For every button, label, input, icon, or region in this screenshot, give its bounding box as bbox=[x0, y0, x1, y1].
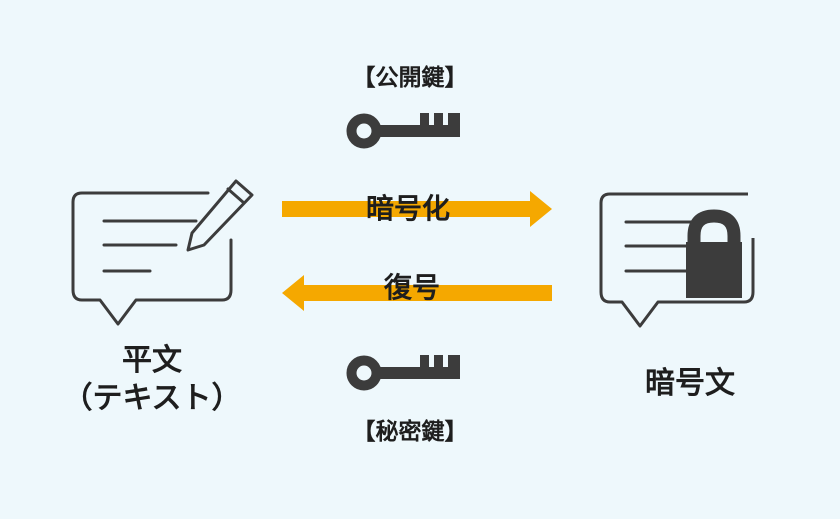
plaintext-label-line1: 平文 bbox=[121, 343, 182, 378]
encrypt-label: 暗号化 bbox=[365, 192, 451, 225]
ciphertext-label: 暗号文 bbox=[645, 366, 735, 401]
plaintext-label-line2: （テキスト） bbox=[62, 380, 242, 416]
public-key-label: 【公開鍵】 bbox=[352, 65, 468, 91]
lock-icon bbox=[686, 209, 742, 298]
plaintext-label: 平文 （テキスト） bbox=[62, 342, 241, 417]
pencil-document-icon bbox=[71, 179, 254, 326]
public-key-icon bbox=[346, 113, 460, 149]
private-key-label: 【秘密鍵】 bbox=[352, 419, 468, 445]
encrypt-arrow bbox=[282, 191, 552, 227]
private-key-icon bbox=[346, 355, 460, 391]
ciphertext-speech-bubble bbox=[599, 192, 755, 328]
decrypt-arrow bbox=[282, 275, 552, 311]
decrypt-label: 復号 bbox=[383, 271, 441, 304]
lock-document-icon bbox=[599, 192, 755, 328]
pencil-icon bbox=[186, 179, 254, 252]
plaintext-speech-bubble bbox=[71, 191, 233, 326]
